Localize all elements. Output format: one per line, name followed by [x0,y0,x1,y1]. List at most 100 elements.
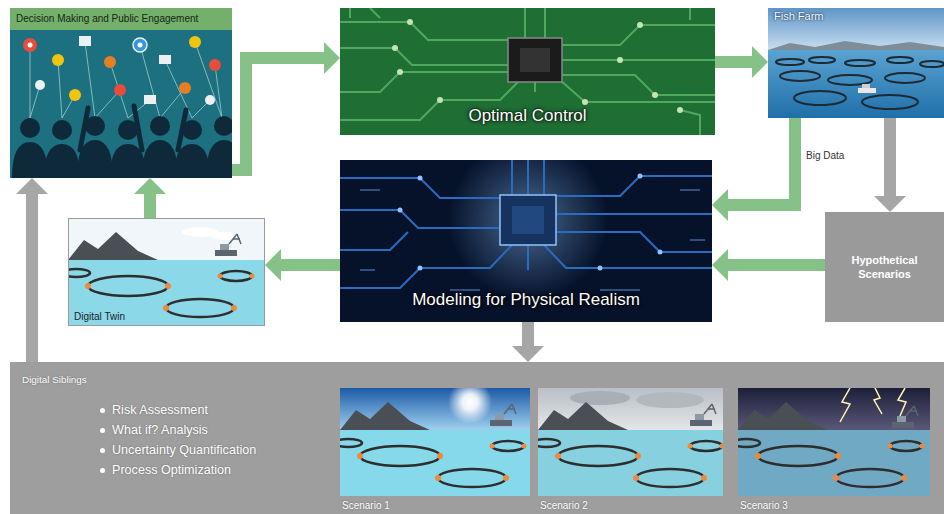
image-panel: Optimal Control [340,8,715,135]
modeling-circuit-picture [448,160,608,300]
scenario-panel: Scenario 2 [538,388,723,512]
arrow-head [512,346,544,362]
chip-core [512,206,544,234]
people-silhouettes [80,106,186,150]
fish-farm-picture [885,73,925,83]
circuit-pads [418,266,423,271]
lightning [840,388,906,422]
stormy-scenario-picture [738,388,930,496]
circuit-traces [340,160,712,288]
grey-band [10,362,944,514]
fish-farm-picture [768,8,944,118]
people-silhouettes [20,118,40,138]
arrow-shaft [232,58,324,170]
fish-farm-picture [920,61,944,67]
people-silhouettes [134,106,142,150]
circuit-pads [407,19,413,25]
band-title: Digital Siblings [22,374,944,386]
chip-core [520,48,550,72]
fish-farm-picture [768,50,944,118]
circuit-pads [398,174,663,271]
arrow-head [324,42,340,74]
panel-title: Modeling for Physical Realism [412,290,640,310]
circuit-pads [437,97,443,103]
icons [104,56,116,68]
stormy-scenario-picture [738,402,828,430]
lightning [840,388,850,422]
flow-arrow [712,118,795,221]
icons [23,36,221,105]
people-silhouettes [12,142,48,178]
fish-farm-picture [776,59,804,65]
circuit-pads [638,174,643,179]
circuit-traces [544,8,546,40]
fish-farm-picture [780,71,820,81]
network-lines [30,42,222,118]
people-silhouettes [80,108,88,150]
arrow-shaft [728,118,795,205]
digital-twin-picture [68,232,158,260]
icons [138,43,143,48]
arrow-shaft [281,259,340,271]
arrow-shaft [522,322,534,346]
network-lines [195,42,222,118]
circuit-traces [340,178,500,198]
scenario-label: Scenario 1 [342,500,390,512]
circuit-pads [637,22,643,28]
circuit-traces [544,245,712,268]
circuit-traces [562,25,715,45]
circuit-traces [562,59,715,61]
circuit-pads [677,107,683,113]
cloudy-scenario-picture [538,439,723,487]
band-panel: Digital SiblingsRisk AssessmentWhat if? … [10,362,944,514]
image-panel: Decision Making and Public Engagement [10,8,232,178]
lightning [898,388,906,416]
frame [69,219,265,326]
icons [205,95,215,105]
circuit-pads [392,19,683,113]
icons [144,95,156,104]
public-engagement-picture [10,8,232,178]
cloudy-scenario-picture [538,388,723,496]
icons [69,89,81,101]
icons [28,43,33,48]
circuit-traces [556,213,712,215]
people-silhouettes [206,140,232,178]
circuit-pads [398,208,403,213]
flow-arrow [715,46,768,78]
image-panel: Digital Twin [68,218,265,326]
network-lines [58,60,62,118]
cloudy-scenario-picture [538,388,723,430]
people-silhouettes [150,116,170,136]
icons [133,38,147,52]
fish-farm-picture [828,75,872,85]
circuit-pads [617,57,623,63]
digital-twin-picture [68,218,265,326]
circuit-traces [340,72,508,92]
circuit-pads [397,69,403,75]
modeling-circuit-picture [360,190,705,290]
annotation-label: Big Data [806,150,844,162]
cloudy-scenario-picture [538,402,628,430]
flow-arrow [134,178,166,218]
lightning [874,388,882,414]
cloudy-scenario-picture [690,404,716,426]
fish-farm-picture [776,57,944,109]
bullet-item: Risk Assessment [112,400,944,420]
arrow-head [134,178,166,194]
people-silhouettes [214,116,232,136]
circuit-traces [524,8,526,40]
people-silhouettes [44,144,80,178]
stormy-scenario-picture [738,439,925,487]
circuit-traces [562,75,715,95]
icons [189,36,201,48]
circuit-pads [418,176,423,181]
circuit-traces [527,245,529,270]
circuit-traces [350,8,700,135]
circuit-traces [340,48,508,65]
scenario-label: Scenario 2 [540,500,588,512]
circuit-pads [652,92,658,98]
circuit-pads [658,250,663,255]
bullet-item: Process Optimization [112,460,944,480]
digital-twin-picture [68,269,255,317]
